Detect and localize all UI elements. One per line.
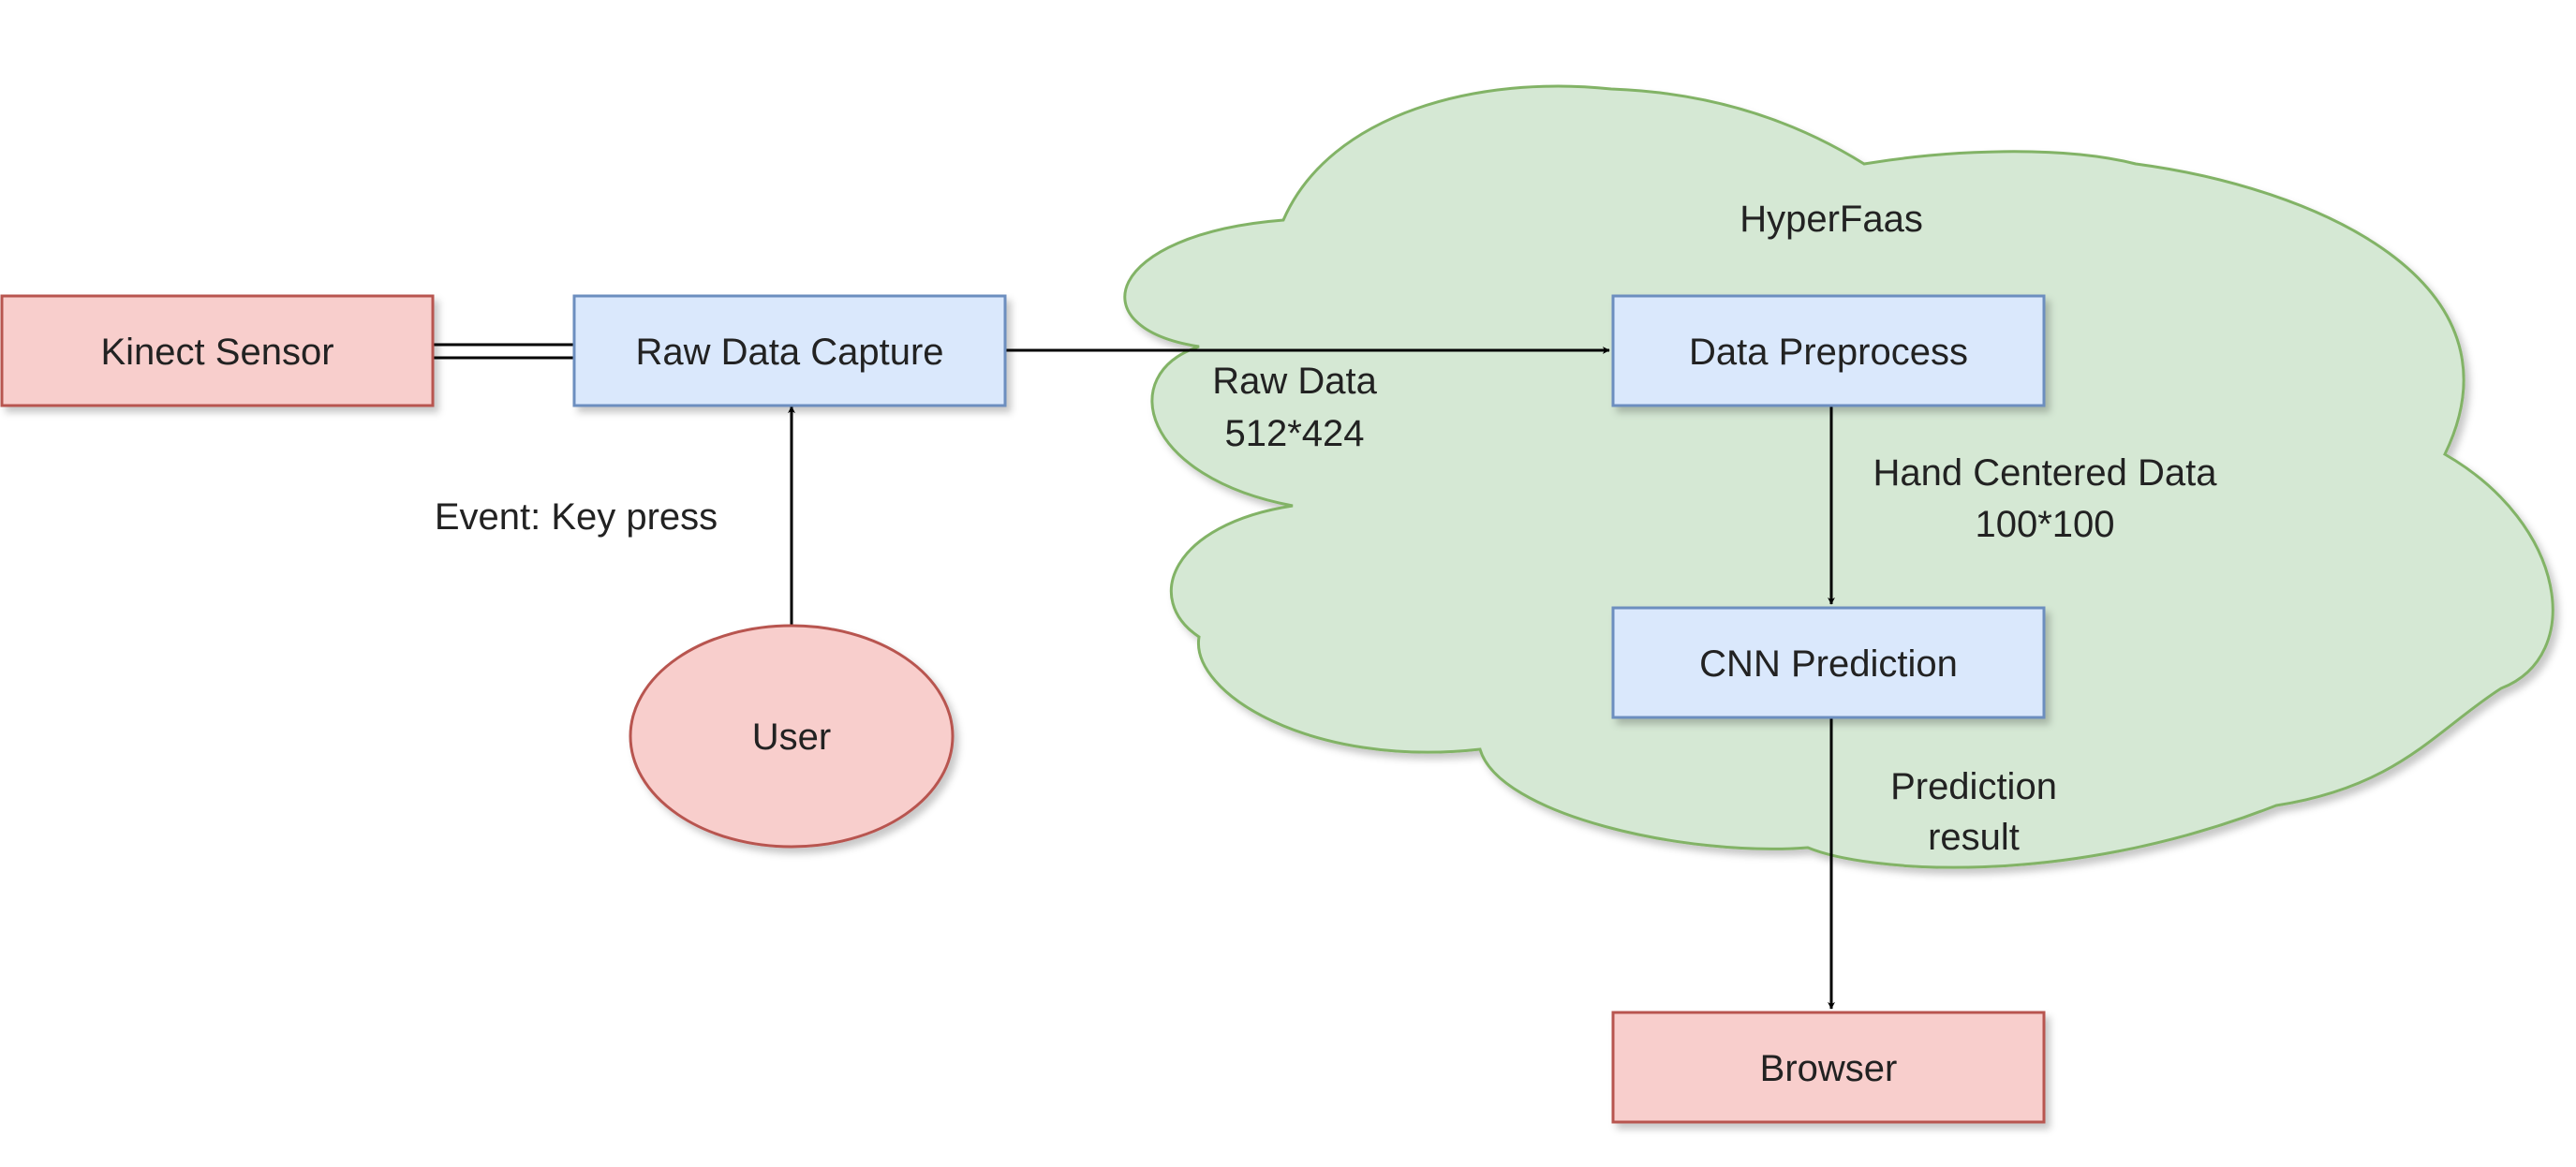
- browser-node: Browser: [1611, 1011, 2046, 1124]
- hand-centered-label-line2: 100*100: [1975, 504, 2114, 545]
- browser-label: Browser: [1760, 1048, 1898, 1089]
- kinect-sensor-node: Kinect Sensor: [0, 294, 435, 407]
- data-preprocess-node: Data Preprocess: [1611, 294, 2046, 407]
- data-preprocess-label: Data Preprocess: [1689, 332, 1968, 373]
- raw-data-capture-node: Raw Data Capture: [572, 294, 1007, 407]
- connectors: [433, 343, 1835, 1010]
- user-label: User: [752, 716, 831, 758]
- prediction-result-label-line1: Prediction: [1890, 766, 2057, 807]
- event-key-press-label: Event: Key press: [435, 496, 718, 538]
- raw-data-label-line2: 512*424: [1224, 413, 1364, 454]
- hand-centered-label-line1: Hand Centered Data: [1873, 452, 2218, 494]
- raw-data-label-line1: Raw Data: [1212, 361, 1377, 402]
- raw-data-capture-label: Raw Data Capture: [635, 332, 943, 373]
- user-node: User: [629, 624, 955, 849]
- cnn-prediction-node: CNN Prediction: [1611, 606, 2046, 719]
- prediction-result-label-line2: result: [1928, 817, 2020, 858]
- cnn-prediction-label: CNN Prediction: [1699, 643, 1958, 685]
- kinect-sensor-label: Kinect Sensor: [100, 332, 333, 373]
- hyperfaas-label: HyperFaas: [1740, 199, 1923, 240]
- hyperfaas-cloud: HyperFaas: [1123, 84, 2554, 869]
